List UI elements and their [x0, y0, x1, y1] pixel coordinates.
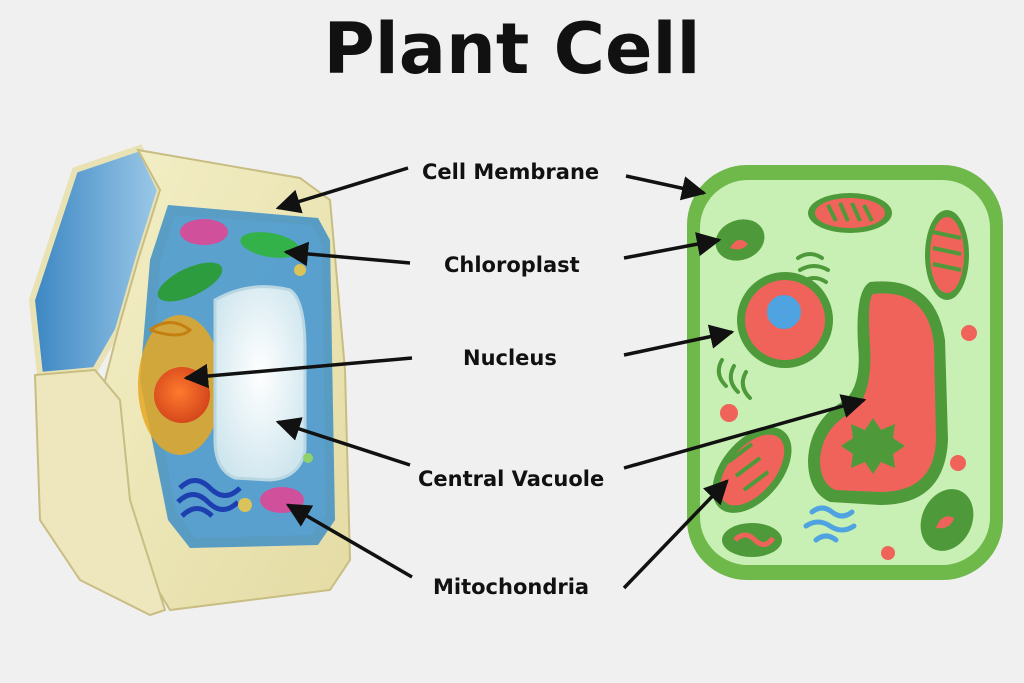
mitochondrion-left: [712, 427, 792, 513]
cell-wall-lower: [33, 368, 167, 617]
2d-cell-illustration: [687, 165, 1003, 580]
arrow-cell-membrane-right: [625, 174, 707, 201]
mitochondrion-right: [925, 210, 969, 300]
arrow-central-vacuole-right: [623, 394, 867, 470]
label-nucleus: Nucleus: [463, 346, 557, 370]
arrow-mitochondria-left: [285, 503, 413, 579]
mitochondrion-top: [808, 193, 892, 233]
arrow-cell-membrane-left: [275, 166, 409, 214]
arrow-chloroplast-right: [623, 232, 722, 260]
label-central-vacuole: Central Vacuole: [418, 467, 605, 491]
page-title: Plant Cell: [323, 8, 701, 90]
arrow-nucleus-left: [183, 356, 413, 389]
arrow-chloroplast-left: [283, 241, 411, 267]
label-cell-membrane: Cell Membrane: [422, 160, 600, 184]
label-chloroplast: Chloroplast: [444, 253, 580, 277]
label-arrows: [183, 166, 867, 590]
label-mitochondria: Mitochondria: [433, 575, 590, 599]
nucleolus: [767, 295, 801, 329]
central-vacuole-3d: [213, 285, 307, 482]
arrow-nucleus-right: [623, 324, 735, 357]
arrow-central-vacuole-left: [275, 417, 411, 467]
3d-cell-illustration: [28, 144, 352, 617]
arrow-mitochondria-right: [622, 479, 729, 590]
chloroplast-2d: [715, 219, 765, 261]
